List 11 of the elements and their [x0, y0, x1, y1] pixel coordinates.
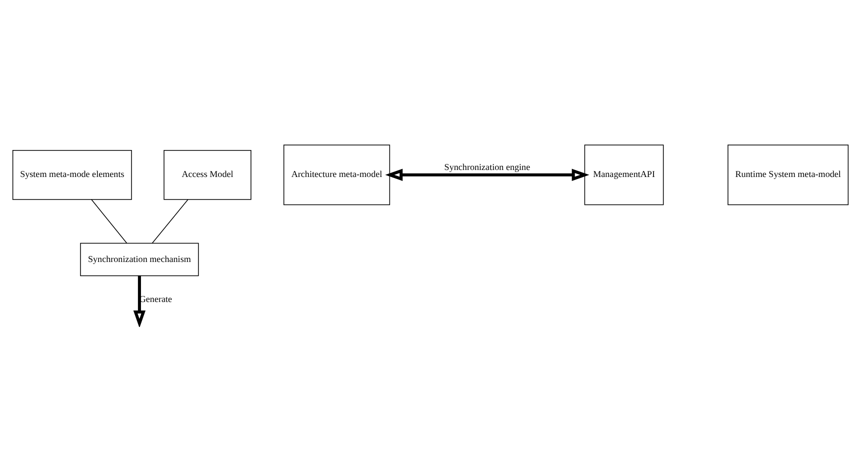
node-box: Runtime System meta-model: [728, 144, 849, 206]
connector: [152, 199, 188, 244]
edge-label: Synchronization engine: [444, 162, 530, 172]
node-box: Synchronization mechanism: [80, 242, 199, 276]
arrow: [385, 168, 590, 181]
node-box: ManagementAPI: [584, 144, 664, 206]
arrow: [133, 276, 146, 327]
node-box: Access Model: [164, 150, 252, 200]
node-box: System meta-mode elements: [12, 150, 132, 200]
connector: [91, 199, 128, 244]
node-box: Architecture meta-model: [283, 144, 390, 206]
